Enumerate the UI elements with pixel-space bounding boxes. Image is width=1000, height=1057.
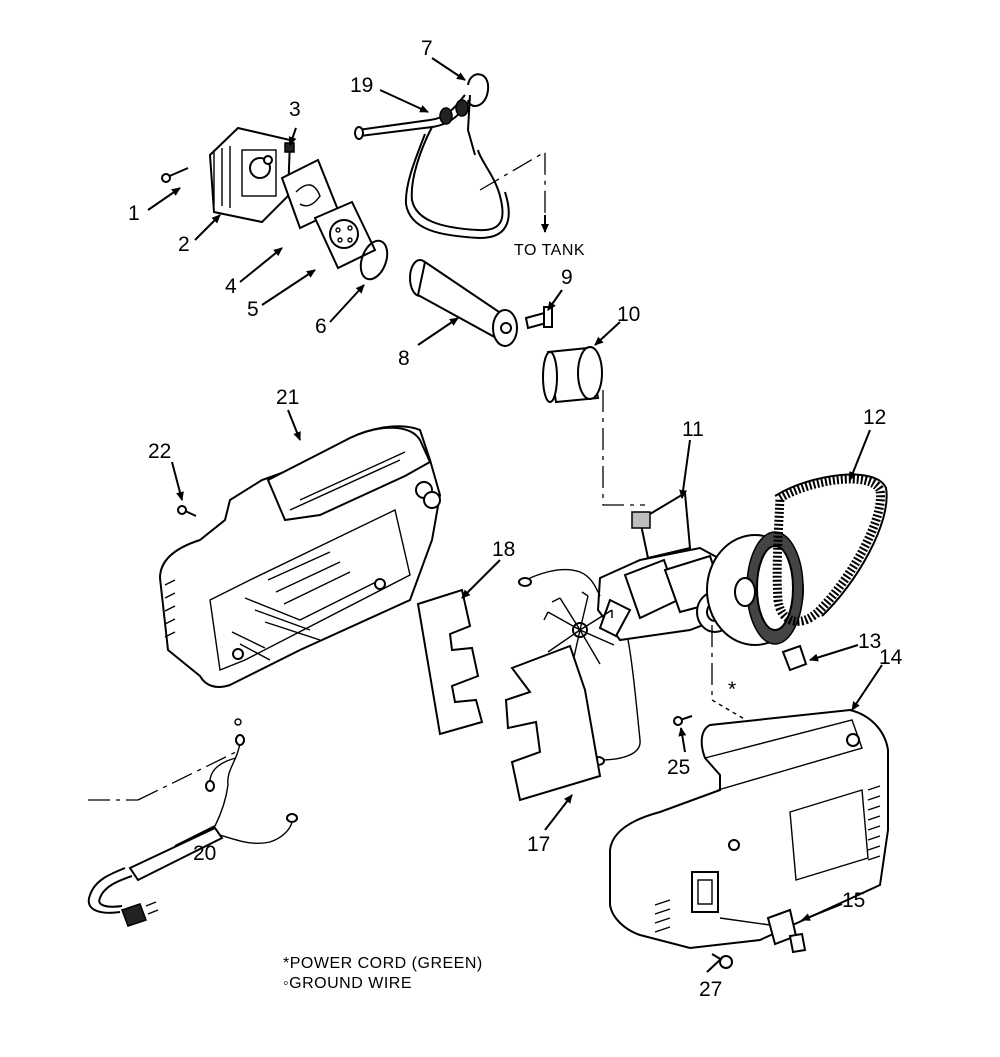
- note-ground-wire: ◦GROUND WIRE: [283, 975, 412, 992]
- callout-9: 9: [561, 266, 573, 289]
- callout-10: 10: [617, 303, 640, 326]
- callout-5: 5: [247, 298, 259, 321]
- callout-1: 1: [128, 202, 140, 225]
- part-2-cylinder-head: [208, 126, 292, 224]
- callout-15: 15: [842, 889, 865, 912]
- callout-27: 27: [699, 978, 722, 1001]
- part-5-valve-plate: [313, 200, 377, 270]
- callout-11: 11: [682, 418, 704, 441]
- note-power-cord: *POWER CORD (GREEN): [283, 955, 483, 972]
- part-14-right-housing: [609, 708, 889, 950]
- callout-14: 14: [879, 646, 903, 669]
- callout-17: 17: [527, 833, 550, 856]
- star-mark: *: [728, 678, 736, 701]
- part-18-baffle: [416, 588, 484, 736]
- part-15-switch: [766, 908, 807, 954]
- part-13-block: [781, 644, 808, 672]
- part-22-screw: [177, 505, 197, 517]
- legend-notes: *POWER CORD (GREEN) ◦GROUND WIRE: [283, 955, 483, 992]
- callout-18: 18: [492, 538, 515, 561]
- callout-2: 2: [178, 233, 190, 256]
- callout-labels: 1 2 3 4 5 6 7 8 9 10 11 12 13 14 15 17 1…: [128, 37, 903, 1001]
- part-17-baffle: [504, 644, 602, 802]
- part-6-o-ring: [359, 239, 389, 281]
- part-1-screw: [161, 167, 189, 183]
- part-9-screw: [524, 306, 553, 330]
- callout-4: 4: [225, 275, 237, 298]
- part-20-power-cord: [87, 734, 298, 927]
- part-7-tube-clip: [466, 73, 490, 156]
- part-11-motor-assembly: [596, 491, 804, 646]
- callout-6: 6: [315, 315, 327, 338]
- part-8-connecting-rod: [409, 259, 518, 347]
- callout-8: 8: [398, 347, 410, 370]
- to-tank-label: TO TANK: [514, 242, 585, 259]
- callout-7: 7: [421, 37, 433, 60]
- callout-13: 13: [858, 630, 881, 653]
- part-12-belt: [772, 473, 888, 626]
- callout-22: 22: [148, 440, 171, 463]
- callout-3: 3: [289, 98, 301, 121]
- callout-25: 25: [667, 756, 690, 779]
- callout-20: 20: [193, 842, 216, 865]
- leader-arrows: [147, 57, 883, 973]
- part-19-outlet-tube: [354, 94, 510, 240]
- callout-19: 19: [350, 74, 373, 97]
- part-10-bearing: [542, 346, 603, 404]
- callout-12: 12: [863, 406, 886, 429]
- fan-and-wiring: [518, 568, 641, 766]
- part-21-left-housing: [158, 425, 442, 688]
- callout-21: 21: [276, 386, 299, 409]
- part-25-screw: [673, 715, 693, 726]
